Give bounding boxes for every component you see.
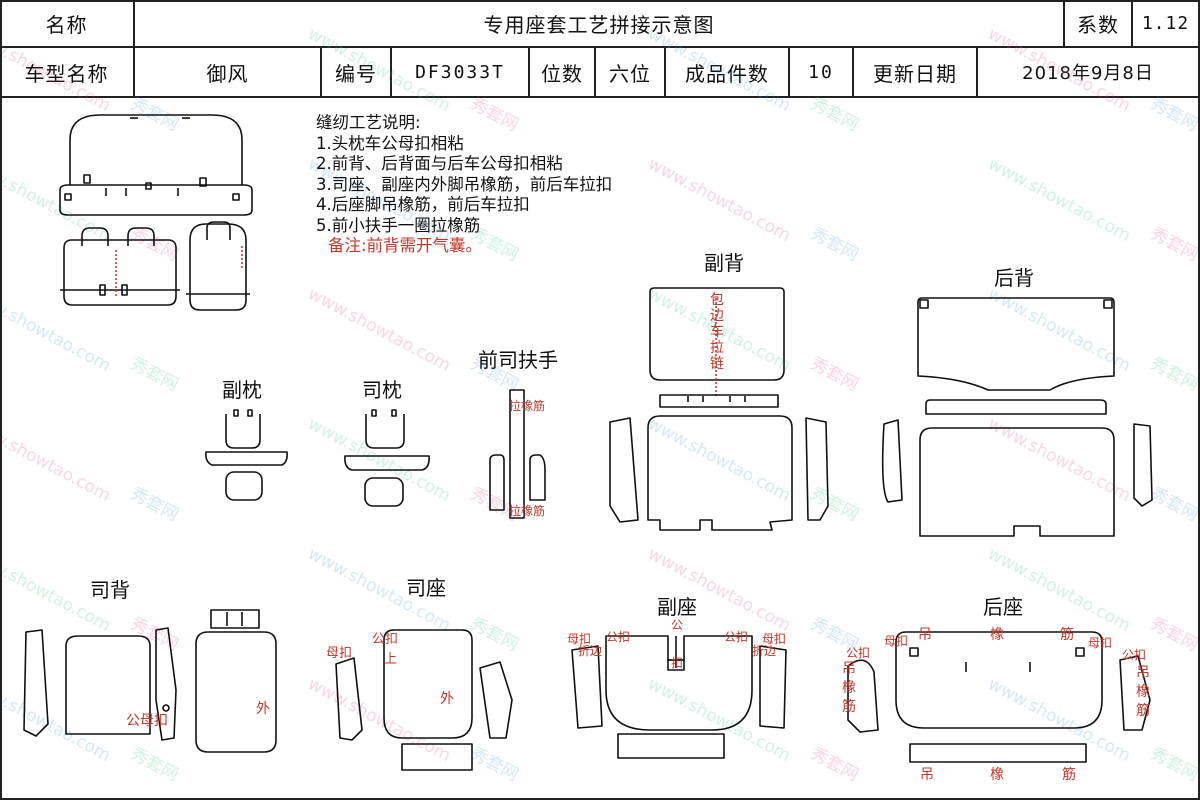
annotation-zhe-bian-left: 折边 bbox=[578, 644, 603, 658]
annotation-la-xiang-jin-bottom: 拉橡筋 bbox=[509, 504, 546, 518]
anno-char: 吊 bbox=[842, 661, 856, 677]
label-hou-zuo: 后座 bbox=[983, 595, 1023, 619]
anno-char: 链 bbox=[710, 356, 724, 372]
annotation-gong-kou-houzuo-left: 公扣 bbox=[846, 646, 871, 660]
number-label: 编号 bbox=[322, 48, 392, 98]
anno-char: 橡 bbox=[1136, 684, 1150, 700]
annotation-diao-bottom: 吊 bbox=[920, 767, 934, 783]
label-fu-zuo: 副座 bbox=[657, 595, 697, 619]
si-zuo-pieces bbox=[335, 629, 513, 771]
hou-bei-pieces bbox=[881, 297, 1153, 537]
seats-label: 位数 bbox=[530, 48, 596, 98]
date-label: 更新日期 bbox=[854, 48, 978, 98]
model-value: 御风 bbox=[135, 48, 322, 98]
anno-char: 吊 bbox=[1136, 665, 1150, 681]
coef-label: 系数 bbox=[1065, 0, 1133, 48]
annotation-gong-fuzuo: 公 bbox=[671, 618, 684, 632]
annotation-mu-kou-sizuo: 母扣 bbox=[326, 646, 353, 661]
hou-zuo-pieces bbox=[847, 631, 1151, 763]
pieces-label: 成品件数 bbox=[666, 48, 790, 98]
annotation-wai-sibei: 外 bbox=[256, 701, 270, 717]
annotation-diao-top: 吊 bbox=[918, 627, 932, 643]
notes-title: 缝纫工艺说明: bbox=[316, 113, 421, 132]
anno-char: 边 bbox=[710, 308, 724, 324]
anno-char: 筋 bbox=[842, 699, 856, 715]
note-item-1: 1.头枕车公母扣相粘 bbox=[316, 133, 464, 153]
note-item-2: 2.前背、后背面与后车公母扣相粘 bbox=[316, 154, 563, 173]
annotation-jin-top: 筋 bbox=[1060, 627, 1074, 643]
annotation-gong-kou-fuzuo-left: 公扣 bbox=[606, 630, 631, 644]
annotation-shang: 上 bbox=[384, 652, 398, 667]
annotation-wai-sizuo: 外 bbox=[440, 691, 454, 707]
name-label: 名称 bbox=[0, 0, 135, 48]
qian-si-fushou-pieces bbox=[489, 389, 546, 519]
anno-char: 橡 bbox=[842, 680, 856, 696]
annotation-diao-xiang-jin-right: 吊 橡 筋 bbox=[1136, 664, 1152, 721]
annotation-la-xiang-jin-top: 拉橡筋 bbox=[509, 399, 546, 413]
annotation-xiang-bottom: 橡 bbox=[990, 767, 1004, 783]
annotation-gong-kou-houzuo-right: 公扣 bbox=[1122, 648, 1147, 662]
note-item-5: 5.前小扶手一圈拉橡筋 bbox=[316, 215, 481, 235]
si-bei-pieces bbox=[23, 609, 277, 753]
label-qian-si-fushou: 前司扶手 bbox=[478, 348, 558, 372]
overview-front-seats bbox=[60, 221, 250, 311]
annotation-diao-xiang-jin-left: 吊 橡 筋 bbox=[842, 660, 858, 717]
label-si-bei: 司背 bbox=[90, 578, 130, 602]
annotation-mu-kou-houzuo-right: 母扣 bbox=[1088, 636, 1113, 650]
annotation-mu-kou-fuzuo-left: 母扣 bbox=[567, 632, 592, 646]
pieces-value: 10 bbox=[790, 48, 854, 98]
annotation-kou-fuzuo: 扣 bbox=[671, 656, 684, 670]
anno-char: 车 bbox=[710, 324, 724, 340]
seats-value: 六位 bbox=[596, 48, 666, 98]
note-remark: 备注:前背需开气囊。 bbox=[328, 236, 483, 255]
annotation-gong-mu-kou: 公母扣 bbox=[126, 713, 168, 729]
annotation-xiang-top: 橡 bbox=[990, 627, 1004, 643]
anno-char: 包 bbox=[710, 292, 724, 308]
fu-zuo-pieces bbox=[571, 635, 787, 759]
label-si-zuo: 司座 bbox=[406, 576, 446, 600]
overview-rear-bench bbox=[59, 114, 253, 216]
annotation-mu-kou-fuzuo-right: 母扣 bbox=[762, 632, 787, 646]
annotation-zhe-bian-right: 折边 bbox=[752, 644, 777, 658]
sewing-notes: 缝纫工艺说明: 1.头枕车公母扣相粘 2.前背、后背面与后车公母扣相粘 3.司座… bbox=[316, 113, 612, 257]
si-zhen-pieces bbox=[344, 409, 430, 507]
note-item-4: 4.后座脚吊橡筋，前后车拉扣 bbox=[316, 195, 530, 214]
number-value: DF3033T bbox=[392, 48, 530, 98]
annotation-jin-bottom: 筋 bbox=[1062, 767, 1076, 783]
diagram-title: 专用座套工艺拼接示意图 bbox=[135, 0, 1065, 48]
annotation-mu-kou-houzuo-left: 母扣 bbox=[884, 634, 909, 648]
annotation-gong-kou-sizuo: 公扣 bbox=[372, 632, 399, 647]
fu-zhen-pieces bbox=[205, 409, 288, 501]
label-si-zhen: 司枕 bbox=[362, 378, 402, 402]
label-fu-zhen: 副枕 bbox=[222, 378, 262, 402]
model-label: 车型名称 bbox=[0, 48, 135, 98]
anno-char: 拉 bbox=[710, 340, 724, 356]
annotation-gong-kou-fuzuo-right: 公扣 bbox=[724, 630, 749, 644]
note-item-3: 3.司座、副座内外脚吊橡筋，前后车拉扣 bbox=[316, 174, 613, 194]
label-hou-bei: 后背 bbox=[994, 266, 1034, 290]
label-fu-bei: 副背 bbox=[704, 251, 744, 275]
annotation-bao-bian-che-la-lian: 包 边 车 拉 链 bbox=[710, 292, 726, 372]
fu-bei-pieces bbox=[609, 287, 829, 531]
anno-char: 筋 bbox=[1136, 703, 1150, 719]
